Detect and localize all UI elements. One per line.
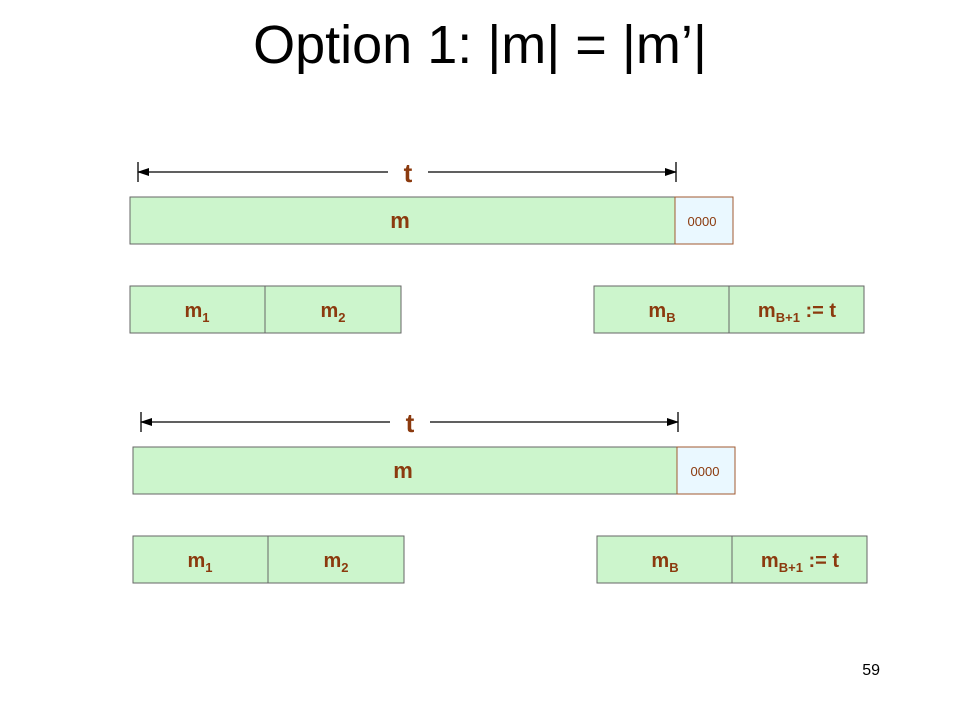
block-subscript: 2 <box>341 560 348 575</box>
block-subscript: 2 <box>338 310 345 325</box>
block-subscript: 1 <box>202 310 209 325</box>
padding-box <box>676 446 736 495</box>
message-label: m <box>393 458 413 483</box>
block-subscript: B <box>669 560 678 575</box>
block-base: m <box>320 300 338 322</box>
block-subscript: B+1 <box>776 310 800 325</box>
block-label: m2 <box>320 300 345 325</box>
block-box <box>728 285 865 334</box>
page-number: 59 <box>862 662 880 679</box>
message-box <box>132 446 678 495</box>
tag-length-arrow <box>137 162 677 182</box>
block-base: m <box>761 550 779 572</box>
block-label: mB <box>651 550 678 575</box>
padding-box <box>674 196 734 245</box>
row-1: t m 0000 m1 m2 mB mB+1 := t <box>129 158 865 334</box>
block-base: m <box>651 550 669 572</box>
block-base: m <box>648 300 666 322</box>
block-box <box>596 535 733 584</box>
block-label: mB <box>648 300 675 325</box>
tag-label: t <box>406 408 415 438</box>
block-box <box>593 285 730 334</box>
padding-label: 0000 <box>688 214 717 229</box>
block-subscript: B <box>666 310 675 325</box>
row-2: t m 0000 m1 m2 mB mB+1 := t <box>132 408 868 584</box>
block-box <box>267 535 405 584</box>
padding-label: 0000 <box>691 464 720 479</box>
block-base: m <box>184 300 202 322</box>
block-subscript: B+1 <box>779 560 803 575</box>
block-label: mB+1 := t <box>761 550 839 575</box>
block-box <box>731 535 868 584</box>
block-subscript: 1 <box>205 560 212 575</box>
block-label: mB+1 := t <box>758 300 836 325</box>
tag-length-arrow <box>140 412 679 432</box>
block-box <box>264 285 402 334</box>
slide-title: Option 1: |m| = |m’| <box>253 15 707 75</box>
block-label: m1 <box>187 550 212 575</box>
block-base: m <box>187 550 205 572</box>
tag-label: t <box>404 158 413 188</box>
block-label: m1 <box>184 300 209 325</box>
block-base: m <box>758 300 776 322</box>
block-base: m <box>323 550 341 572</box>
block-label: m2 <box>323 550 348 575</box>
block-suffix: := t <box>803 550 839 572</box>
block-suffix: := t <box>800 300 836 322</box>
block-box <box>129 285 266 334</box>
message-box <box>129 196 676 245</box>
message-label: m <box>390 208 410 233</box>
